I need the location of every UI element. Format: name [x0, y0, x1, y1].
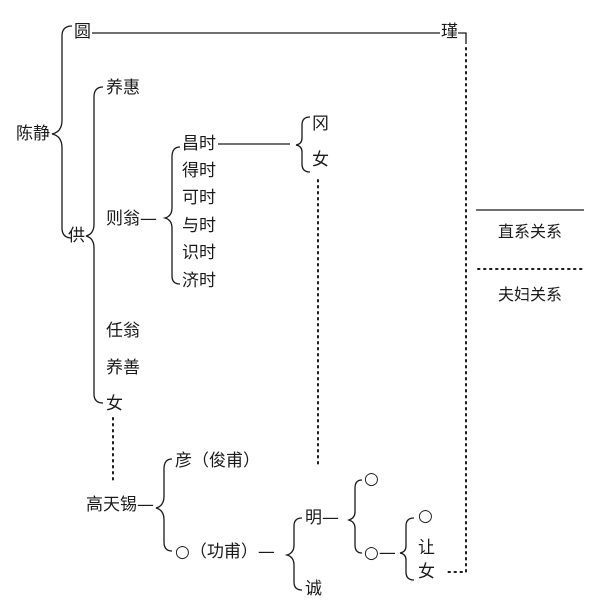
line-jin-hook [458, 32, 467, 44]
node-zeweng: 则翁— [106, 209, 157, 229]
brace-gaotianxi [155, 458, 173, 552]
node-yan: 彦（俊甫） [175, 451, 260, 471]
node-nv1: 女 [106, 394, 123, 414]
node-deshi: 得时 [182, 161, 216, 181]
node-yuan: 圆 [74, 22, 91, 42]
node-yushi: 与时 [182, 216, 216, 236]
node-ming: 明— [305, 508, 339, 528]
brace-ming [346, 479, 363, 554]
brace-zeweng [162, 146, 181, 285]
node-gong: 供 [68, 226, 85, 246]
brace-chenjing [51, 25, 73, 239]
node-gang: 冈 [312, 114, 329, 134]
node-jin: 瑾 [441, 22, 458, 42]
legend-marriage-label: 夫妇关系 [498, 285, 563, 304]
node-yanghui: 养惠 [106, 78, 140, 98]
brace-gang [295, 116, 311, 173]
node-circle3: ○ [418, 506, 433, 526]
node-renweng: 任翁 [106, 321, 140, 341]
node-gongfu: ○（功甫）— [175, 542, 275, 562]
node-cheng: 诚 [305, 579, 322, 599]
node-gaotianxi: 高天锡— [86, 495, 154, 515]
node-changshi: 昌时 [182, 134, 216, 154]
dotted-jin-nv3 [445, 47, 467, 573]
node-yangshan: 养善 [106, 358, 140, 378]
node-keshi: 可时 [182, 188, 216, 208]
legend-direct-label: 直系关系 [498, 222, 563, 241]
brace-gong [85, 86, 104, 404]
node-nv3: 女 [418, 562, 435, 582]
node-nv2: 女 [312, 150, 329, 170]
node-circle1: ○ [364, 469, 379, 489]
node-circle2: ○— [364, 543, 396, 563]
brace-circle2 [399, 517, 415, 581]
node-chenjing: 陈静 [16, 124, 50, 144]
brace-gongfu [284, 517, 303, 591]
node-rang: 让 [418, 538, 435, 558]
node-shishi: 识时 [182, 243, 216, 263]
node-jishi: 济时 [182, 271, 216, 291]
